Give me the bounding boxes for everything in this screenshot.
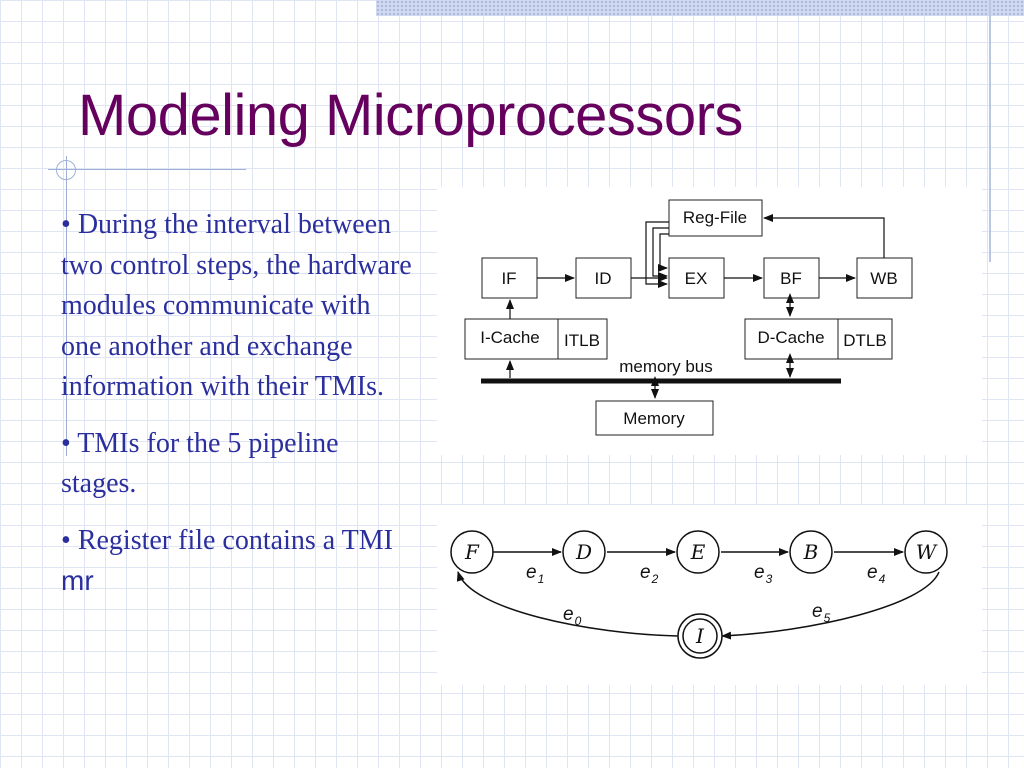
id-label: ID: [595, 269, 612, 288]
node-b-label: B: [803, 540, 819, 564]
state-diagram-edge-labels: e1 e2 e3 e4 e0 e5: [526, 562, 886, 628]
edge-e0-letter: e: [563, 604, 574, 625]
regfile-to-ex-arrow-a: [645, 221, 669, 288]
right-decorative-line: [989, 0, 991, 262]
wb-label: WB: [870, 269, 897, 288]
edge-e1-sub: 1: [538, 572, 545, 586]
state-diagram-edges: [456, 548, 940, 640]
bullet-item-tmis: • TMIs for the 5 pipeline stages.: [61, 424, 413, 505]
icache-label: I-Cache: [480, 328, 540, 347]
bullet-marker: •: [61, 524, 71, 556]
bf-label: BF: [780, 269, 802, 288]
pipeline-connectors: [506, 214, 885, 399]
state-diagram-node-labels: F D E B W I: [464, 540, 938, 648]
edge-e3-letter: e: [754, 562, 765, 583]
node-d: [562, 530, 606, 574]
node-i-label: I: [695, 624, 705, 648]
node-w: [904, 530, 948, 574]
icache-box: [464, 318, 559, 360]
bullet-item-interval: • During the interval between two contro…: [61, 205, 413, 408]
edge-label-e3: e3: [754, 562, 773, 586]
edge-e3-sub: 3: [766, 572, 773, 586]
regfile-label: Reg-File: [683, 208, 747, 227]
bullet-code: mr: [61, 565, 94, 596]
ex-box: [668, 257, 725, 299]
edge-e5-letter: e: [812, 601, 823, 622]
node-f-label: F: [464, 540, 480, 564]
edge-e4-sub: 4: [879, 572, 886, 586]
memory-bus-label: memory bus: [619, 357, 713, 376]
if-label: IF: [501, 269, 516, 288]
node-i-inner: [682, 618, 718, 654]
wb-to-regfile-arrow: [763, 214, 885, 258]
edge-e2-letter: e: [640, 562, 651, 583]
pipeline-labels: Reg-File IF ID EX BF WB I-Cache ITLB D-C…: [480, 208, 897, 428]
edge-label-e4: e4: [867, 562, 886, 586]
regfile-box: [668, 199, 763, 237]
edge-e4-letter: e: [867, 562, 878, 583]
left-decorative-line: [66, 156, 67, 456]
node-b: [789, 530, 833, 574]
decorative-circle: [56, 160, 76, 180]
state-diagram-nodes: [450, 530, 948, 659]
top-decorative-band: [376, 0, 1024, 16]
dcache-label: D-Cache: [757, 328, 824, 347]
dcache-box: [744, 318, 839, 360]
pipeline-diagram: [464, 199, 913, 436]
edge-label-e1: e1: [526, 562, 544, 586]
slide-title: Modeling Microprocessors: [78, 83, 743, 148]
bullet-marker: •: [61, 209, 71, 240]
bullet-item-register-file: • Register file contains a TMI mr: [61, 521, 413, 603]
itlb-box: [557, 318, 608, 360]
node-f: [450, 530, 494, 574]
regfile-to-ex-arrow-c: [658, 233, 669, 272]
edge-e1-letter: e: [526, 562, 537, 583]
bullet-marker: •: [61, 427, 71, 459]
itlb-label: ITLB: [564, 331, 600, 350]
edge-w-to-i: [721, 571, 940, 640]
edge-e2-sub: 2: [651, 572, 659, 586]
node-w-label: W: [916, 540, 938, 564]
edge-i-to-f: [456, 571, 679, 637]
regfile-to-ex-arrow-b: [652, 227, 669, 280]
dtlb-label: DTLB: [843, 331, 886, 350]
edge-label-e0: e0: [563, 604, 582, 628]
ex-label: EX: [685, 269, 708, 288]
edge-label-e5: e5: [812, 601, 831, 625]
bullet-text: TMIs for the 5 pipeline stages.: [61, 427, 339, 500]
bullet-list: • During the interval between two contro…: [61, 205, 413, 619]
bullet-text: During the interval between two control …: [61, 209, 412, 402]
node-d-label: D: [575, 540, 592, 564]
dtlb-box: [837, 318, 893, 360]
edge-e0-sub: 0: [575, 614, 582, 628]
node-e-label: E: [690, 540, 706, 564]
bullet-text: Register file contains a TMI: [70, 524, 393, 556]
title-underline: [48, 169, 246, 170]
memory-box: [595, 400, 714, 436]
node-e: [676, 530, 720, 574]
edge-e5-sub: 5: [824, 611, 831, 625]
memory-label: Memory: [623, 409, 685, 428]
edge-label-e2: e2: [640, 562, 659, 586]
id-box: [575, 257, 632, 299]
